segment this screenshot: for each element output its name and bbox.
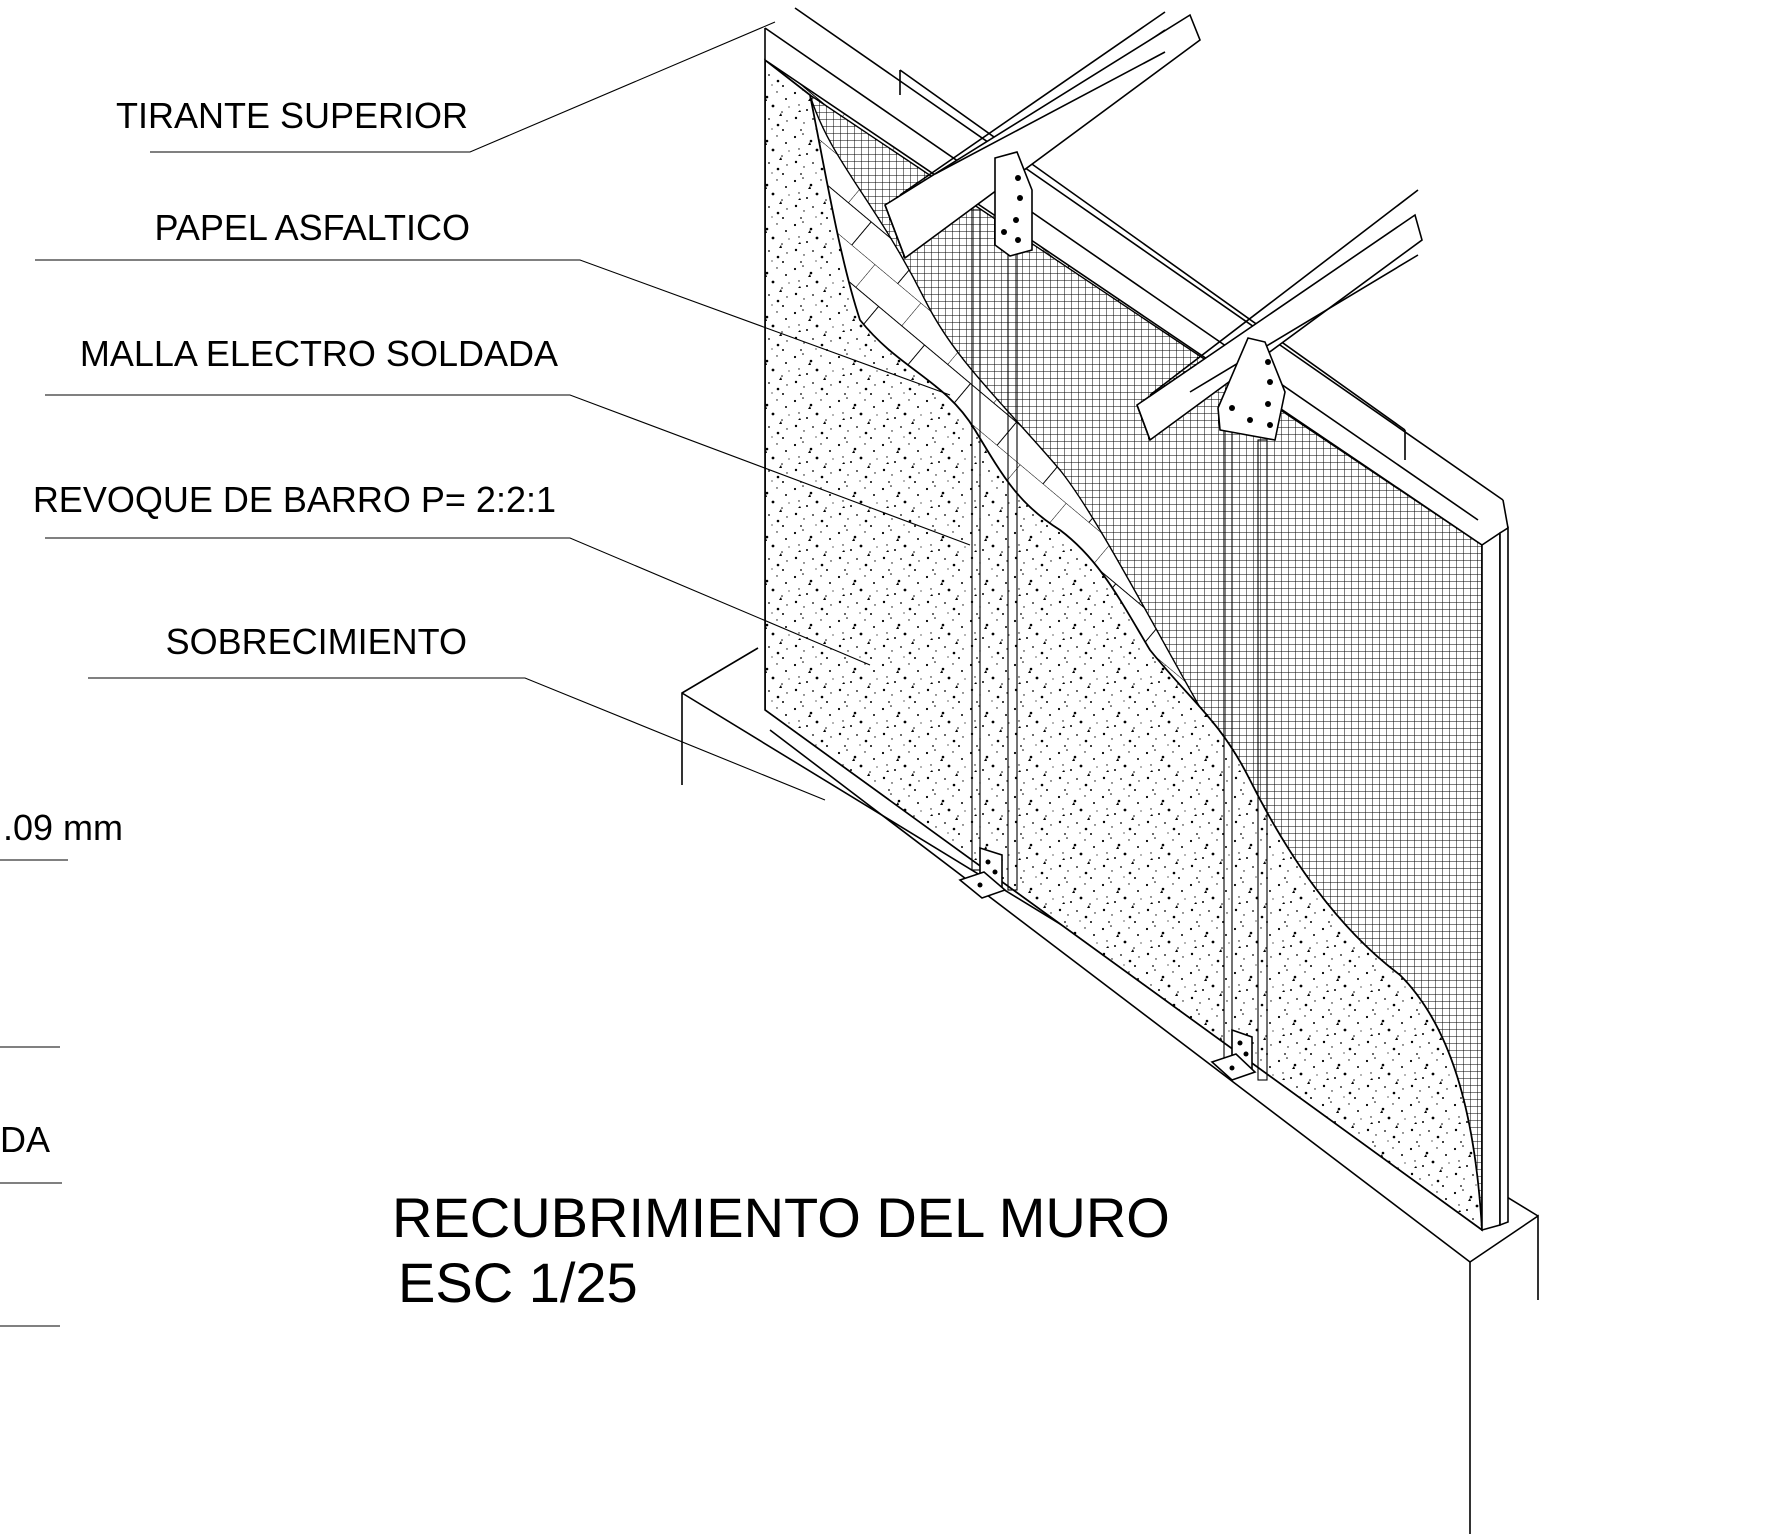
label-malla-electro-soldada: MALLA ELECTRO SOLDADA xyxy=(80,333,558,374)
label-tirante-superior: TIRANTE SUPERIOR xyxy=(116,95,468,136)
top-tie-beam xyxy=(764,7,1504,521)
leader-lines xyxy=(0,21,971,1327)
corner-post xyxy=(1481,499,1509,1232)
label-sobrecimiento: SOBRECIMIENTO xyxy=(166,621,467,662)
drawing-title: RECUBRIMIENTO DEL MURO xyxy=(392,1186,1170,1249)
label-revoque-de-barro: REVOQUE DE BARRO P= 2:2:1 xyxy=(33,479,556,520)
fragment-mm-label: .09 mm xyxy=(3,807,123,848)
mud-plaster-layer xyxy=(765,60,1482,1230)
wall-panel xyxy=(765,60,1482,1230)
drawing-scale: ESC 1/25 xyxy=(398,1251,638,1314)
base-bracket-right xyxy=(1210,1028,1257,1081)
upper-tie-left xyxy=(884,11,1201,260)
wall-studs xyxy=(971,209,1268,1081)
fragment-da-label: DA xyxy=(0,1119,50,1160)
base-bracket-left xyxy=(958,846,1007,899)
upper-tie-right xyxy=(1136,189,1423,442)
label-papel-asfaltico: PAPEL ASFALTICO xyxy=(155,207,470,248)
